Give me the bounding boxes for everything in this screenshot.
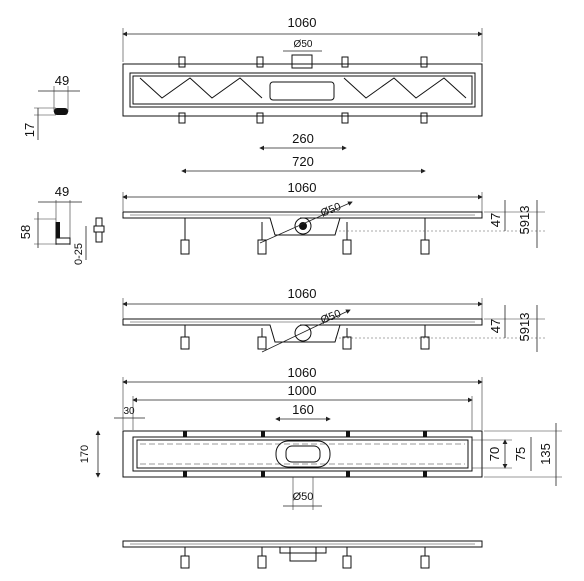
dim-47-side1: 47	[488, 213, 503, 227]
leg-detail: 49 58 0-25	[18, 184, 105, 265]
dim-17-end: 17	[22, 123, 37, 137]
dim-260: 260	[292, 131, 314, 146]
dim-d50-side2: Ø50	[319, 308, 343, 327]
dim-47-side2: 47	[488, 319, 503, 333]
dim-49-leg: 49	[55, 184, 69, 199]
dim-1060-plan: 1060	[288, 365, 317, 380]
dim-49-end: 49	[55, 73, 69, 88]
dim-1000-plan: 1000	[288, 383, 317, 398]
plan-view: 1060 1000 30 160 170 70	[79, 365, 562, 510]
dim-1060-side2: 1060	[288, 286, 317, 301]
dim-d50-side1: Ø50	[319, 201, 343, 220]
dim-170-plan: 170	[79, 445, 91, 463]
dim-1060-top: 1060	[288, 15, 317, 30]
dim-75-plan: 75	[513, 447, 528, 461]
dim-160-plan: 160	[292, 402, 314, 417]
mid-dims: 260 720	[181, 131, 426, 174]
dim-5913-side2: 5913	[517, 313, 532, 342]
dim-5913-side1: 5913	[517, 206, 532, 235]
dim-025-leg: 0-25	[73, 243, 85, 265]
dim-1060-side1: 1060	[288, 180, 317, 195]
dim-70-plan: 70	[487, 447, 502, 461]
dim-135-plan: 135	[538, 443, 553, 465]
dim-720: 720	[292, 154, 314, 169]
side-view-2: 1060 Ø50 47 5913	[122, 286, 545, 353]
top-view: 1060 Ø50	[122, 15, 483, 124]
dim-d50-top: Ø50	[294, 39, 313, 50]
side-view-1: 1060 Ø50 47 5913	[122, 180, 545, 255]
dim-d50-plan: Ø50	[293, 491, 314, 503]
end-detail: 49 17	[22, 73, 80, 140]
dim-30-plan: 30	[123, 406, 135, 417]
bottom-side-view	[122, 540, 483, 569]
dim-58-leg: 58	[18, 225, 33, 239]
